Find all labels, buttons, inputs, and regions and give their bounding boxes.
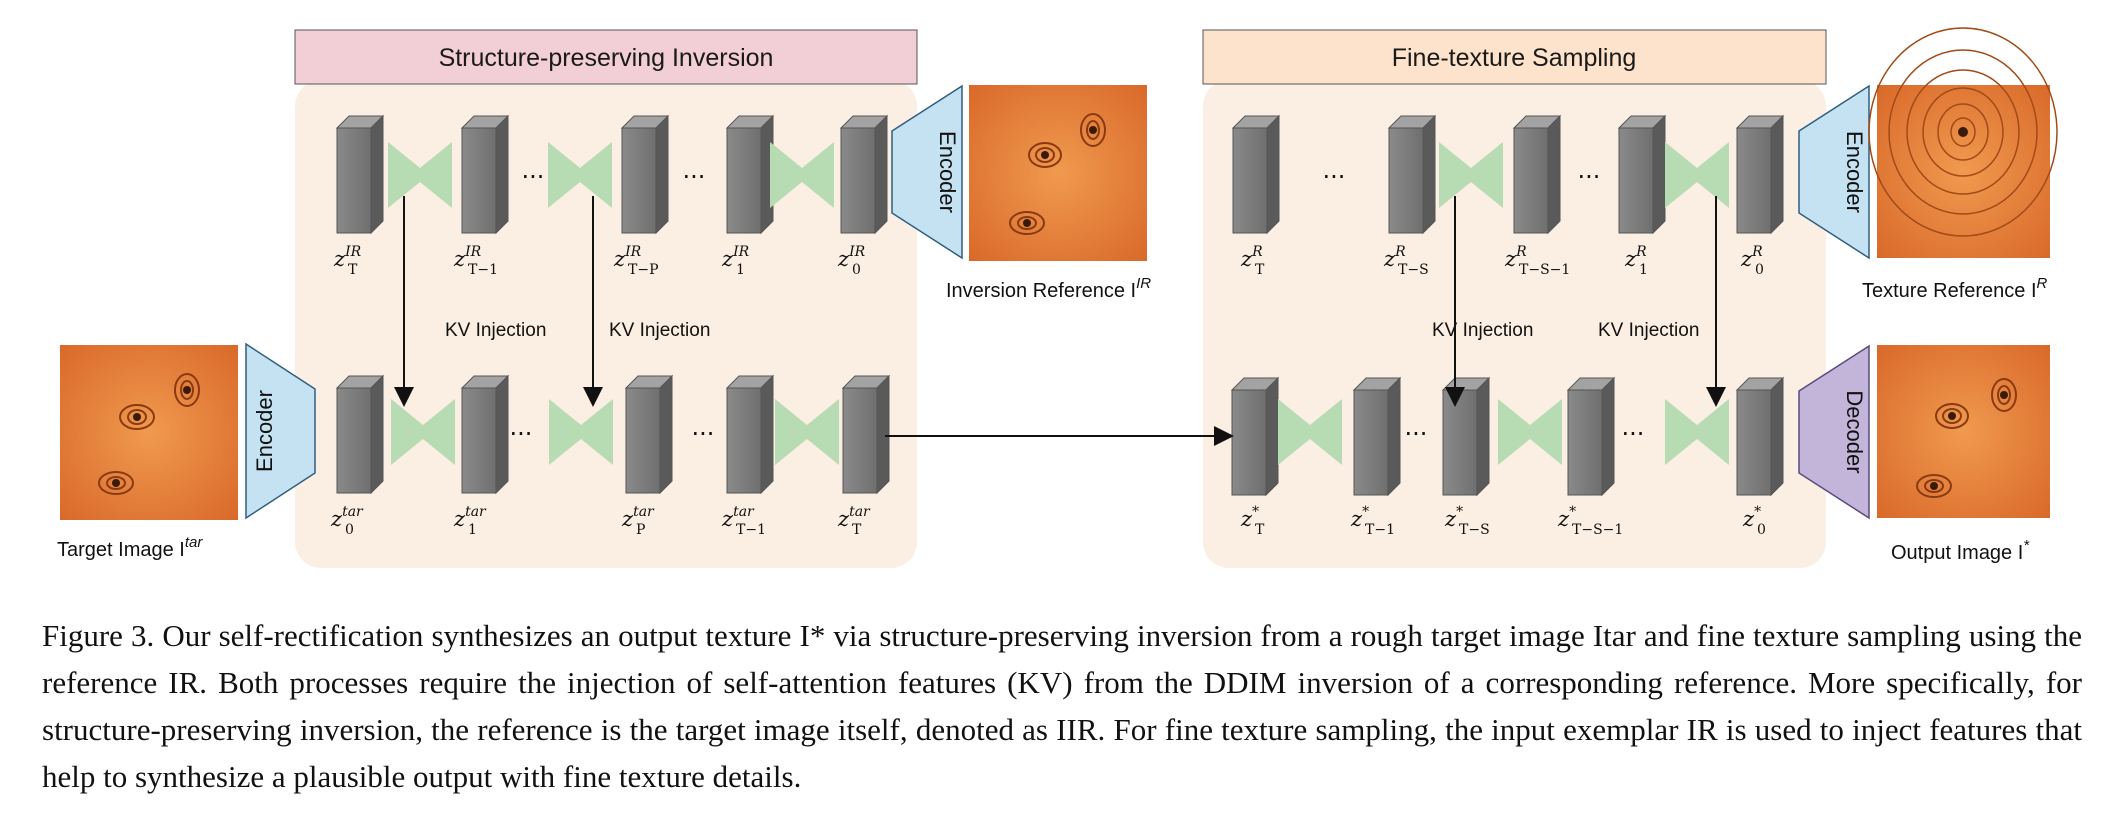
ellipsis-marks: ··· ··· ··· ··· ··· ··· ··· ··· bbox=[510, 163, 1645, 448]
left-panel-title-box bbox=[294, 29, 918, 85]
latent-label: z*T bbox=[1240, 504, 1265, 538]
latent-label: z*0 bbox=[1742, 504, 1766, 538]
kv-injection-arrows bbox=[394, 196, 1726, 407]
ellipsis: ··· bbox=[692, 420, 715, 448]
latent-block bbox=[839, 114, 889, 235]
decoder-output: Decoder bbox=[1798, 344, 1870, 520]
kv-label-1: KV Injection bbox=[445, 320, 546, 341]
unet-bowtie bbox=[770, 142, 834, 208]
unet-bowtie bbox=[388, 142, 452, 208]
target-image bbox=[60, 345, 238, 520]
latent-block bbox=[460, 114, 510, 235]
latent-block bbox=[624, 374, 674, 495]
caption-text: Figure 3. Our self-rectification synthes… bbox=[42, 618, 2082, 794]
encoder-target: Encoder bbox=[245, 342, 316, 520]
latent-block bbox=[1352, 376, 1402, 497]
ellipsis: ··· bbox=[1578, 163, 1601, 191]
kv-label-2: KV Injection bbox=[609, 320, 710, 341]
kv-label-4: KV Injection bbox=[1598, 320, 1699, 341]
svg-text:Encoder: Encoder bbox=[252, 390, 277, 472]
latent-block bbox=[1735, 376, 1785, 497]
encoder-texture: Encoder bbox=[1798, 84, 1870, 260]
latent-block bbox=[1735, 114, 1785, 235]
unet-bowtie bbox=[1498, 399, 1562, 465]
figure-caption: Figure 3. Our self-rectification synthes… bbox=[42, 612, 2082, 800]
unet-shapes bbox=[388, 142, 1729, 465]
latent-block bbox=[725, 374, 775, 495]
unet-bowtie bbox=[1665, 142, 1729, 208]
inversion-reference-label: Inversion Reference IIR bbox=[946, 275, 1151, 302]
svg-text:Encoder: Encoder bbox=[1842, 131, 1867, 213]
unet-bowtie bbox=[775, 399, 839, 465]
ellipsis: ··· bbox=[510, 420, 533, 448]
right-panel-title: Fine-texture Sampling bbox=[1392, 44, 1637, 72]
latent-block bbox=[841, 374, 891, 495]
ellipsis: ··· bbox=[522, 163, 545, 191]
left-bottom-latent-row bbox=[335, 374, 891, 495]
method-diagram: Structure-preserving Inversion Fine-text… bbox=[57, 27, 2058, 568]
svg-text:Encoder: Encoder bbox=[935, 131, 960, 213]
output-image bbox=[1877, 345, 2050, 518]
ellipsis: ··· bbox=[683, 163, 706, 191]
latent-label: z*T−1 bbox=[1350, 504, 1395, 538]
latent-block bbox=[1387, 114, 1437, 235]
latent-label: z*T−S−1 bbox=[1557, 504, 1623, 538]
latent-block bbox=[1617, 114, 1667, 235]
ellipsis: ··· bbox=[1405, 420, 1428, 448]
right-top-latent-row bbox=[1231, 114, 1785, 235]
target-image-label: Target Image Itar bbox=[57, 534, 203, 561]
latent-block bbox=[1441, 376, 1491, 497]
latent-block bbox=[1231, 114, 1281, 235]
unet-bowtie bbox=[391, 399, 455, 465]
left-panel-title: Structure-preserving Inversion bbox=[439, 44, 774, 72]
latent-block bbox=[335, 114, 385, 235]
latent-block bbox=[1512, 114, 1562, 235]
unet-bowtie bbox=[1665, 399, 1729, 465]
kv-label-3: KV Injection bbox=[1432, 320, 1533, 341]
latent-block bbox=[335, 374, 385, 495]
unet-bowtie bbox=[1278, 399, 1342, 465]
latent-block bbox=[620, 114, 670, 235]
right-panel-title-box bbox=[1202, 29, 1827, 85]
unet-bowtie bbox=[1439, 142, 1503, 208]
latent-block bbox=[725, 114, 775, 235]
left-top-latent-row bbox=[335, 114, 889, 235]
latent-block bbox=[460, 374, 510, 495]
latent-block bbox=[1230, 376, 1280, 497]
latent-block bbox=[1566, 376, 1616, 497]
unet-bowtie bbox=[548, 142, 612, 208]
texture-reference-label: Texture Reference IR bbox=[1862, 275, 2048, 302]
unet-bowtie bbox=[549, 399, 613, 465]
ellipsis: ··· bbox=[1622, 420, 1645, 448]
texture-reference-image bbox=[1868, 27, 2058, 258]
output-image-label: Output Image I* bbox=[1891, 537, 2030, 564]
inversion-reference-image bbox=[969, 85, 1147, 261]
svg-text:Decoder: Decoder bbox=[1842, 390, 1867, 473]
ellipsis: ··· bbox=[1323, 163, 1346, 191]
encoder-inversion: Encoder bbox=[891, 84, 963, 260]
latent-label: z*T−S bbox=[1444, 504, 1490, 538]
